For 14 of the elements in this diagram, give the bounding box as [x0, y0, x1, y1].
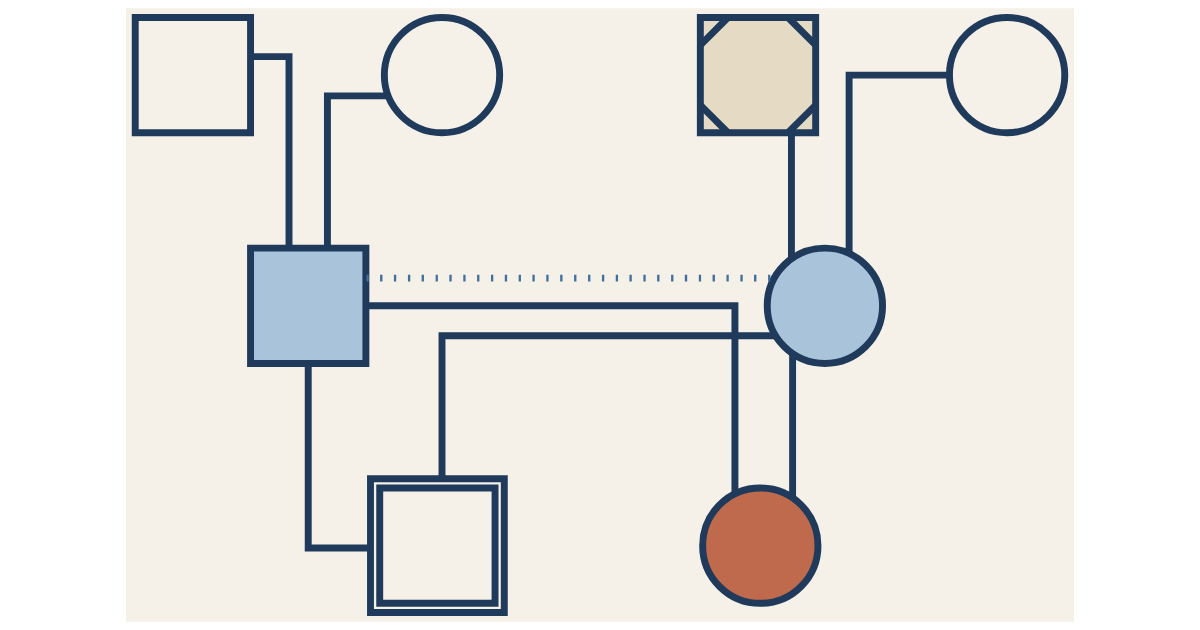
node-circle: [380, 14, 504, 137]
node-circle: [946, 14, 1069, 137]
connector: [366, 302, 739, 494]
connector: [323, 92, 389, 248]
connector: [845, 71, 950, 254]
node-box: [131, 14, 254, 137]
node-circle: [763, 244, 886, 367]
node-box: [247, 244, 370, 367]
connector: [438, 332, 776, 479]
node-circle: [699, 484, 822, 607]
node-box: [367, 475, 508, 616]
connector: [251, 53, 293, 248]
connector: [789, 354, 797, 498]
connector: [788, 133, 795, 259]
